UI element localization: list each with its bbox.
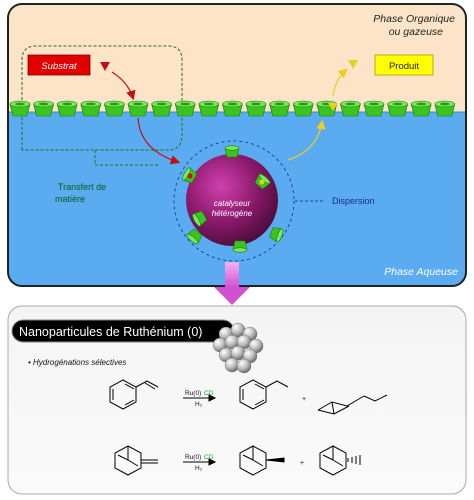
reaction-2-plus: + [300, 460, 304, 467]
reaction-2-reagent: H₂ [195, 465, 203, 472]
bottom-panel-border [7, 305, 467, 495]
product-at-interface-icon [328, 103, 338, 111]
cyclodextrin-icon [269, 100, 290, 117]
dispersion-label: Dispersion [332, 196, 375, 206]
reaction-2-catalyst: Ru(0) [185, 454, 201, 461]
catalyst-cyclodextrin-icon [232, 240, 248, 253]
bottom-panel-title: Nanoparticules de Ruthénium (0) [19, 325, 202, 339]
cyclodextrin-icon [127, 100, 149, 117]
aqueous-phase-label: Phase Aqueuse [384, 266, 458, 278]
cis-pinane-structure [239, 445, 285, 476]
ethylcyclohexane-structure [317, 394, 388, 415]
reaction-1-plus: + [302, 396, 306, 403]
ruthenium-cluster-icon [212, 322, 264, 374]
styrene-structure [109, 379, 159, 410]
mass-transfer-label: Transfert de [58, 182, 106, 192]
beta-pinene-structure [114, 445, 158, 476]
cyclodextrin-icon [363, 100, 385, 117]
trans-pinane-structure [319, 445, 361, 476]
catalyst-cyclodextrin-icon [269, 227, 284, 243]
selective-hydrogenation-bullet: • Hydrogénations sélectives [28, 358, 126, 367]
reaction-1-additive: CD [204, 390, 214, 397]
mass-transfer-label-2: matière [55, 194, 85, 204]
interface-to-product-arrow [332, 68, 348, 97]
reaction-1 [109, 379, 388, 415]
ruthenium-atom [236, 358, 252, 374]
substrate-box [27, 54, 91, 76]
top-panel: Phase Organique ou gazeuse Phase Aqueuse… [7, 3, 467, 287]
catalyst-cyclodextrin-icon [182, 167, 198, 184]
substrate-to-interface-arrow [111, 71, 136, 101]
cyclodextrin-icon [245, 100, 267, 117]
bottom-panel: Nanoparticules de Ruthénium (0) • Hydrog… [7, 305, 467, 495]
cyclodextrin-icon [410, 100, 432, 117]
reaction-2-additive: CD [204, 454, 214, 461]
cyclodextrin-icon [151, 100, 172, 117]
cyclodextrin-icon [292, 100, 314, 117]
catalyst-cyclodextrin-icon [192, 210, 208, 227]
catalyst-cyclodextrin-icon [224, 145, 240, 158]
cyclodextrin-icon [387, 100, 408, 117]
substrate-to-catalyst-arrow [137, 117, 181, 165]
catalyst-label-2: hétérogène [212, 209, 253, 218]
substrate-molecule-icon [100, 62, 110, 71]
catalyst-label: catalyseur [214, 199, 251, 208]
reaction-2 [114, 445, 361, 476]
product-molecule-icon [348, 60, 358, 69]
catalyst-to-interface-arrow [287, 119, 326, 161]
reaction-1-catalyst: Ru(0) [185, 390, 201, 397]
organic-phase-label-2: ou gazeuse [389, 26, 443, 38]
cyclodextrin-icon [9, 100, 31, 117]
ethylbenzene-structure [239, 379, 289, 410]
cyclodextrin-icon [434, 100, 456, 117]
catalyst-nanoparticle [186, 154, 278, 246]
mass-transfer-region [21, 45, 183, 151]
product-box [374, 54, 434, 76]
catalyst-cyclodextrin-icon [254, 173, 271, 190]
cyclodextrin-icon [222, 100, 243, 117]
cyclodextrin-icon [198, 100, 220, 117]
reaction-1-reagent: H₂ [195, 401, 203, 408]
product-label: Produit [389, 61, 419, 72]
cyclodextrin-icon [174, 100, 196, 117]
mass-transfer-connector [94, 150, 160, 166]
catalyst-cyclodextrin-icon [186, 228, 203, 245]
catalyst-surface-cyclodextrins [182, 145, 284, 253]
cyclodextrin-icon [104, 100, 125, 117]
cyclodextrin-icon [340, 100, 361, 117]
cyclodextrin-icon [33, 100, 54, 117]
transition-arrow [214, 262, 250, 305]
substrate-label: Substrat [41, 61, 77, 72]
dispersion-region [173, 140, 295, 262]
organic-phase-label: Phase Organique [373, 13, 455, 25]
cyclodextrin-icon [80, 100, 102, 117]
cyclodextrin-icon [56, 100, 78, 117]
